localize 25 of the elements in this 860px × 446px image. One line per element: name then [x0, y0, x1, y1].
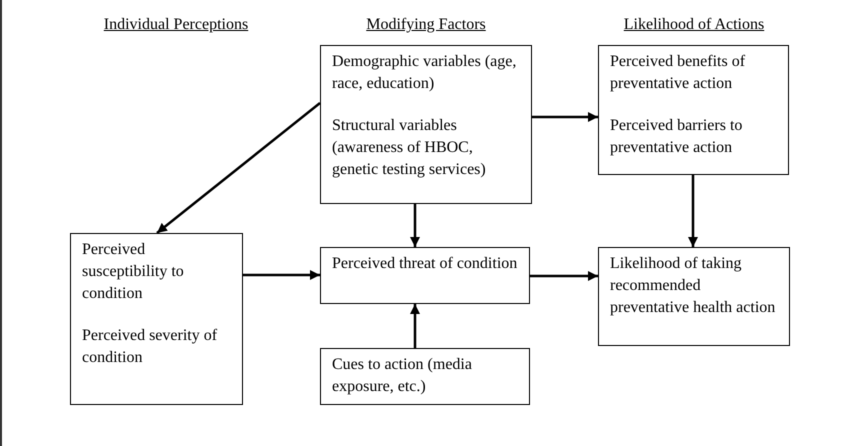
- arrow: [688, 175, 698, 247]
- column-heading: Likelihood of Actions: [624, 15, 764, 35]
- box-text: Perceived barriers to preventative action: [610, 116, 744, 158]
- arrow: [243, 270, 320, 280]
- text-box: [320, 348, 530, 405]
- arrow: [156, 102, 321, 234]
- box-text: Perceived susceptibility to condition: [82, 240, 185, 304]
- box-text: Perceived severity of condition: [82, 326, 218, 368]
- text-box: [320, 247, 530, 304]
- arrow: [530, 271, 598, 281]
- arrow: [410, 204, 420, 247]
- box-text: Likelihood of taking recommended preventative health action: [610, 254, 776, 318]
- text-box: [320, 45, 532, 204]
- text-box: [598, 247, 790, 346]
- box-text: Perceived benefits of preventative action: [610, 52, 746, 94]
- box-text: Perceived threat of condition: [332, 254, 518, 274]
- box-text: Cues to action (media exposure, etc.): [332, 355, 473, 397]
- column-heading: Individual Perceptions: [104, 15, 248, 35]
- arrow: [410, 304, 420, 348]
- arrow: [532, 112, 598, 122]
- box-text: Structural variables (awareness of HBOC, genetic testing services): [332, 116, 487, 180]
- text-box: [70, 233, 243, 405]
- box-text: Demographic variables (age, race, education): [332, 52, 518, 94]
- column-heading: Modifying Factors: [366, 15, 486, 35]
- text-box: [598, 45, 789, 175]
